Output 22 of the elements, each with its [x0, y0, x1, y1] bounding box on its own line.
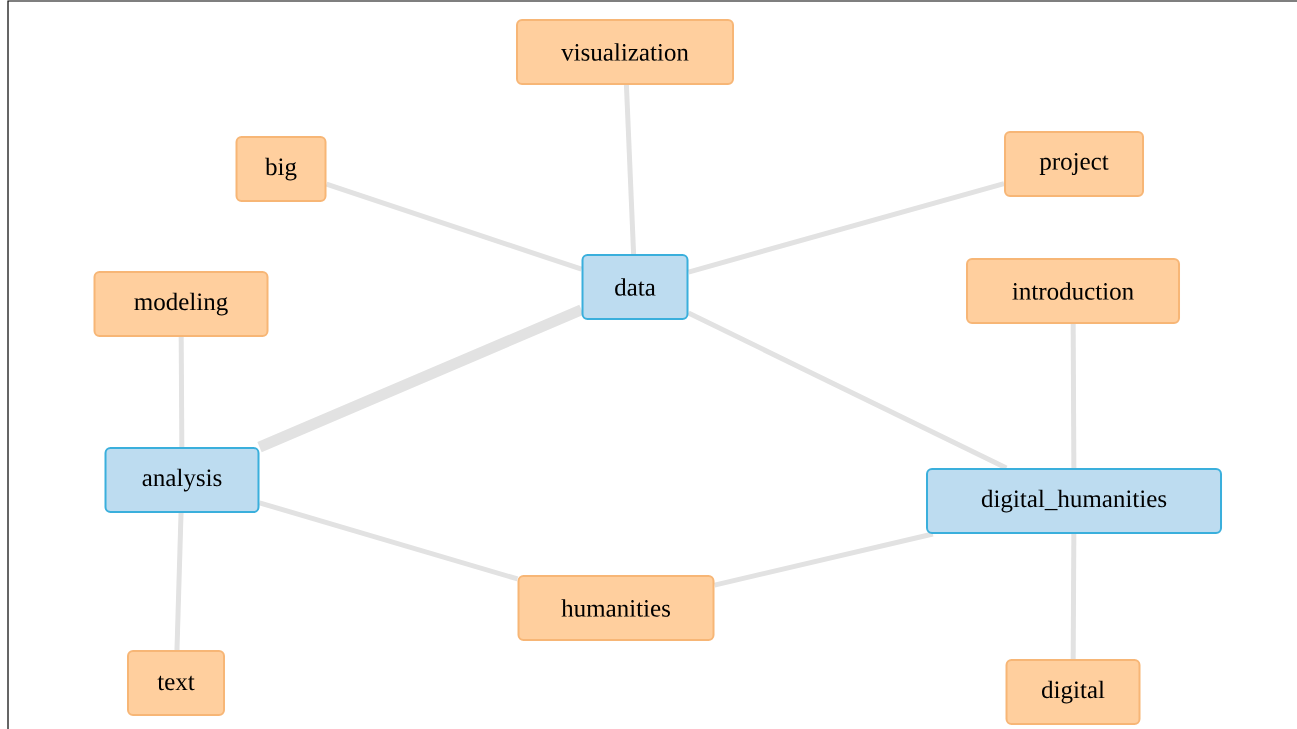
connector-line	[174, 512, 184, 651]
term-box: visualization	[516, 19, 734, 85]
hub-box: analysis	[104, 447, 260, 513]
connector-line	[1070, 324, 1077, 469]
connector-line	[1070, 534, 1077, 659]
term-box: text	[127, 650, 225, 716]
connector-line	[623, 84, 637, 255]
connector-line	[687, 181, 1005, 275]
term-box: digital	[1005, 659, 1141, 725]
connector-line	[178, 337, 185, 448]
term-box: big	[235, 136, 327, 202]
hub-box: digital_humanities	[926, 468, 1222, 534]
connector-line	[713, 531, 934, 588]
term-box: modeling	[93, 271, 269, 337]
connector-line	[258, 500, 519, 582]
term-box: introduction	[966, 258, 1180, 324]
hub-box: data	[581, 254, 689, 320]
connector-line	[257, 304, 584, 453]
connector-line	[325, 181, 583, 272]
connector-line	[687, 310, 1008, 471]
term-box: humanities	[517, 575, 715, 641]
term-box: project	[1004, 131, 1144, 197]
